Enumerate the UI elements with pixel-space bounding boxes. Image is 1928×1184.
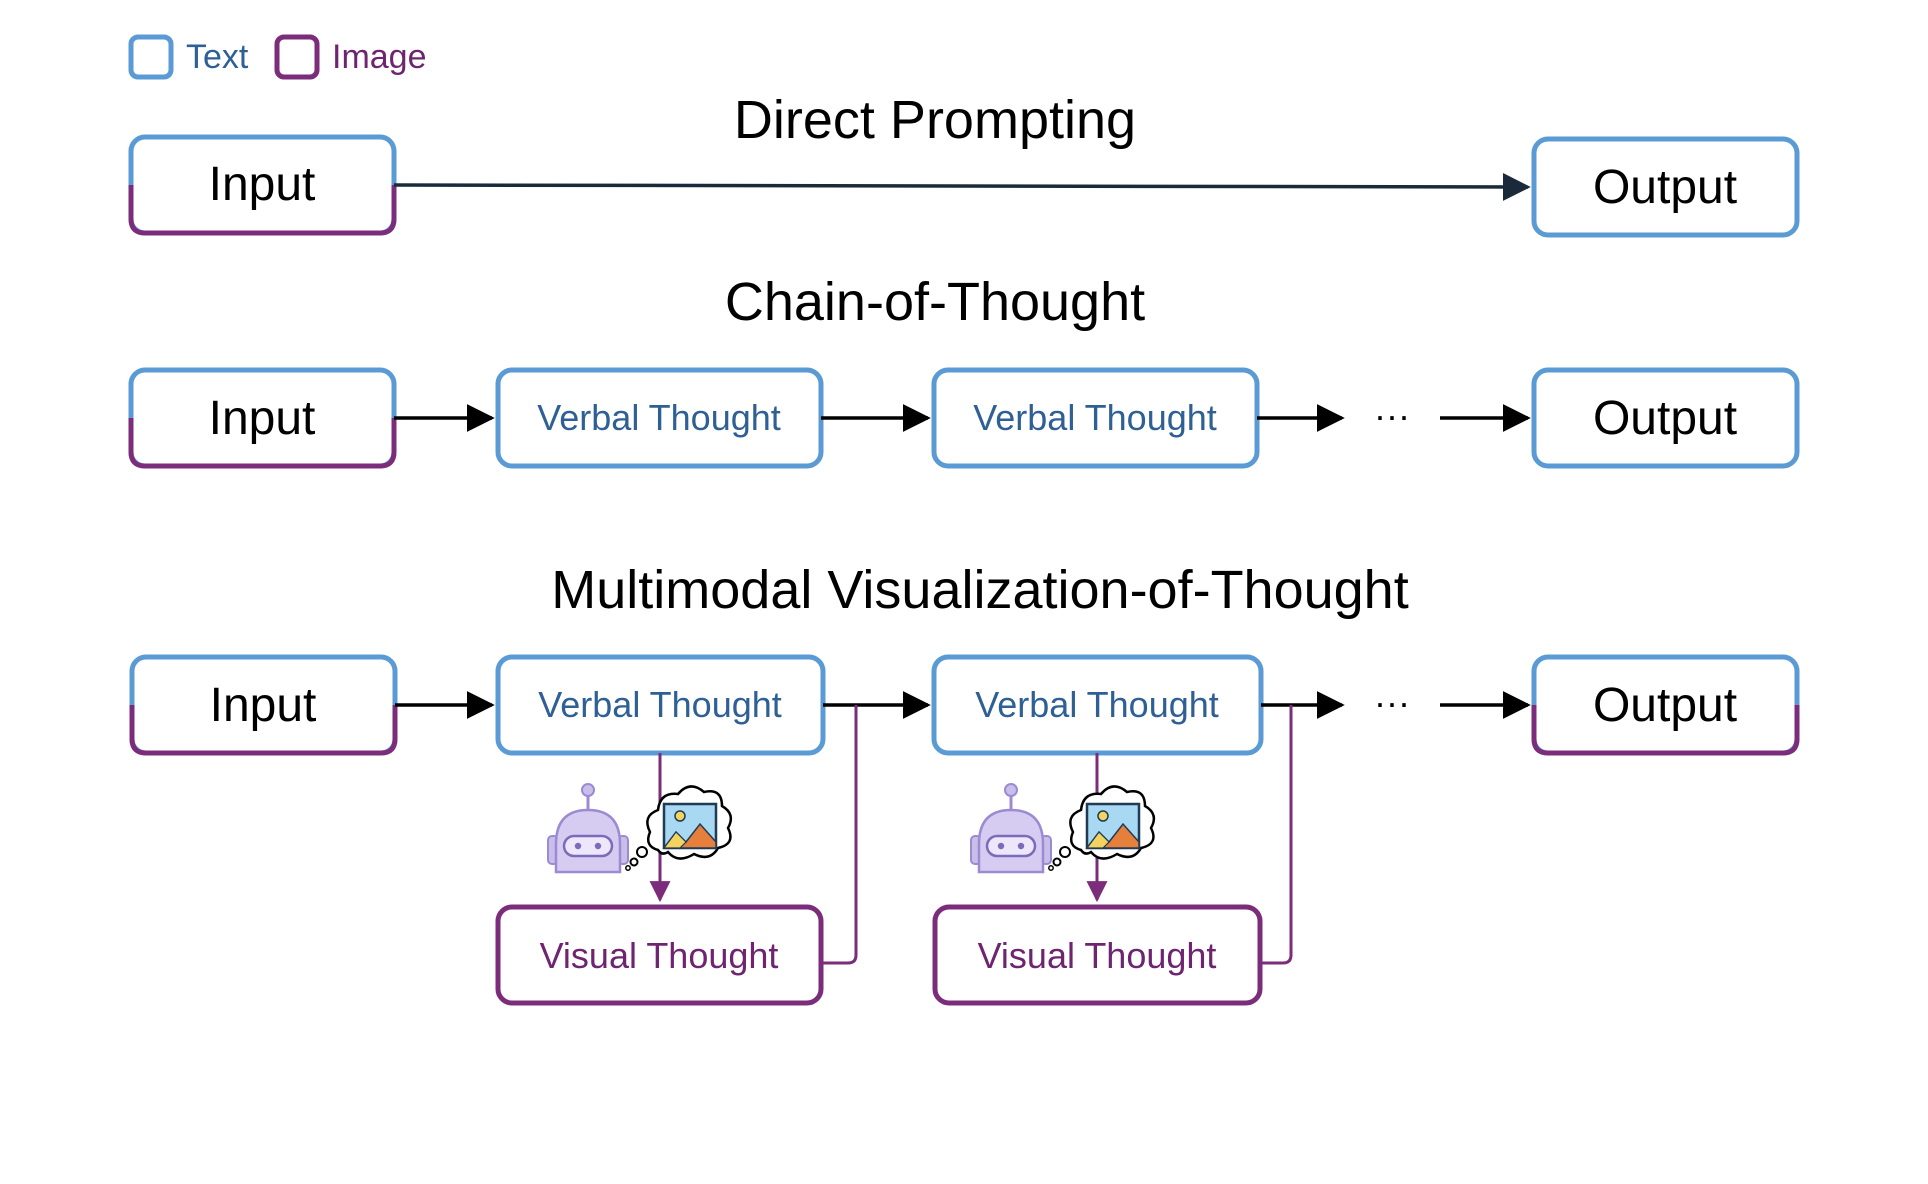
legend: Text Image [128, 34, 427, 80]
direct-input-box: Input [128, 134, 397, 236]
direct-arrow [393, 172, 1531, 201]
mvot-input-label: Input [210, 679, 317, 732]
cot-verbal-thought-2-label: Verbal Thought [973, 397, 1217, 438]
cot-verbal-thought-1-label: Verbal Thought [537, 397, 781, 438]
robot-thinking-image-icon [546, 782, 733, 874]
mvot-visual-thought-2: Visual Thought [932, 904, 1263, 1006]
mvot-title: Multimodal Visualization-of-Thought [551, 560, 1408, 620]
mvot-verbal-thought-2-label: Verbal Thought [975, 684, 1219, 725]
cot-title: Chain-of-Thought [725, 272, 1145, 332]
legend-text-label: Text [186, 38, 249, 76]
direct-prompting-title: Direct Prompting [734, 90, 1136, 150]
cot-output-box: Output [1531, 367, 1800, 469]
cot-input-label: Input [209, 392, 316, 445]
cot-verbal-thought-1: Verbal Thought [495, 367, 824, 469]
direct-output-box: Output [1531, 136, 1800, 238]
mvot-visual-thought-1: Visual Thought [495, 904, 824, 1006]
mvot-visual-thought-2-label: Visual Thought [978, 935, 1217, 976]
mvot-visual-thought-1-label: Visual Thought [540, 935, 779, 976]
mvot-output-label: Output [1593, 679, 1737, 732]
legend-text-swatch [128, 34, 174, 80]
mvot-verbal-thought-1-label: Verbal Thought [538, 684, 782, 725]
robot-thinking-image-icon [969, 782, 1156, 874]
cot-input-box: Input [128, 367, 397, 469]
chain-of-thought-section: Chain-of-Thought Input Verbal Thought Ve… [128, 272, 1800, 469]
direct-output-label: Output [1593, 161, 1737, 214]
cot-output-label: Output [1593, 392, 1737, 445]
mvot-ellipsis: ··· [1374, 682, 1410, 723]
cot-verbal-thought-2: Verbal Thought [931, 367, 1260, 469]
cot-ellipsis: ··· [1374, 395, 1410, 436]
direct-prompting-section: Direct Prompting Input Output [128, 90, 1800, 238]
direct-input-label: Input [209, 158, 316, 211]
mvot-feedback-line-2 [1260, 705, 1293, 965]
mvot-input-box: Input [129, 654, 398, 756]
mvot-output-box: Output [1531, 654, 1800, 756]
mvot-section: Multimodal Visualization-of-Thought Inpu… [129, 560, 1800, 1006]
legend-image-label: Image [332, 38, 427, 76]
mvot-feedback-line-1 [821, 705, 858, 965]
legend-image-swatch [274, 34, 320, 80]
mvot-verbal-thought-2: Verbal Thought [931, 654, 1264, 756]
mvot-verbal-thought-1: Verbal Thought [495, 654, 826, 756]
